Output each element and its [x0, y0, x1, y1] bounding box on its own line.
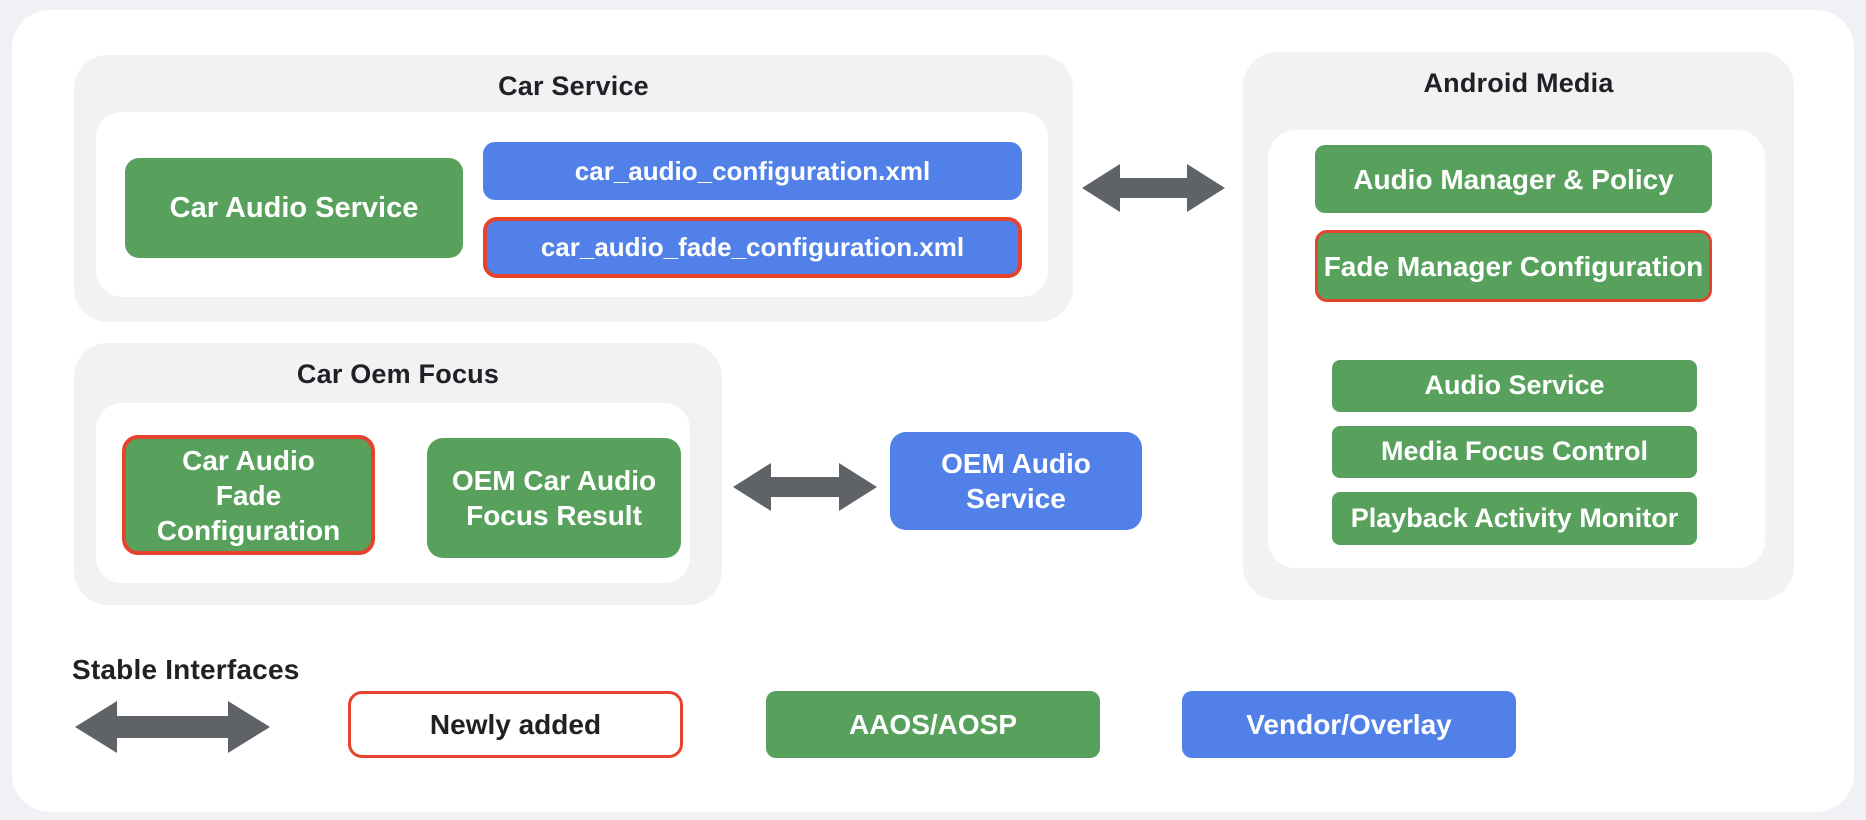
android-media-group: Android Media Audio Manager & Policy Fad…	[1243, 52, 1794, 600]
car-service-inner-panel: Car Audio Service car_audio_configuratio…	[96, 112, 1048, 297]
legend-newly-added-box: Newly added	[348, 691, 683, 758]
legend-aaos-aosp-box: AAOS/AOSP	[766, 691, 1100, 758]
diagram-canvas: Car Service Car Audio Service car_audio_…	[12, 10, 1854, 812]
car-audio-service-box: Car Audio Service	[125, 158, 463, 258]
car-oem-focus-group: Car Oem Focus Car Audio Fade Configurati…	[74, 343, 722, 605]
arrow-left-head-icon	[1082, 164, 1120, 212]
android-media-title: Android Media	[1423, 68, 1614, 98]
car-service-group: Car Service Car Audio Service car_audio_…	[74, 55, 1073, 322]
arrow-right-head-icon	[839, 463, 877, 511]
legend-stable-interfaces-arrow	[75, 701, 270, 753]
audio-service-box: Audio Service	[1332, 360, 1697, 412]
arrow-right-head-icon	[1187, 164, 1225, 212]
arrow-left-head-icon	[75, 701, 117, 753]
arrow-right-head-icon	[228, 701, 270, 753]
arrow-car-oem-focus-oem-audio-service	[733, 463, 877, 511]
audio-manager-policy-box: Audio Manager & Policy	[1315, 145, 1712, 213]
car-audio-fade-configuration-xml-box: car_audio_fade_configuration.xml	[483, 217, 1022, 278]
playback-activity-monitor-box: Playback Activity Monitor	[1332, 492, 1697, 545]
oem-audio-service-box: OEM Audio Service	[890, 432, 1142, 530]
legend-vendor-overlay-box: Vendor/Overlay	[1182, 691, 1516, 758]
car-oem-focus-inner-panel: Car Audio Fade Configuration OEM Car Aud…	[96, 403, 690, 583]
arrow-bar	[117, 716, 228, 738]
stable-interfaces-label: Stable Interfaces	[72, 654, 300, 685]
car-audio-fade-configuration-box: Car Audio Fade Configuration	[122, 435, 375, 555]
oem-car-audio-focus-result-box: OEM Car Audio Focus Result	[427, 438, 681, 558]
arrow-bar	[771, 477, 839, 497]
arrow-left-head-icon	[733, 463, 771, 511]
arrow-bar	[1120, 178, 1187, 198]
car-audio-configuration-xml-box: car_audio_configuration.xml	[483, 142, 1022, 200]
fade-manager-configuration-box: Fade Manager Configuration	[1315, 230, 1712, 302]
car-oem-focus-title: Car Oem Focus	[296, 359, 500, 389]
android-media-inner-panel: Audio Manager & Policy Fade Manager Conf…	[1268, 130, 1765, 568]
arrow-car-service-android-media	[1082, 164, 1225, 212]
media-focus-control-box: Media Focus Control	[1332, 426, 1697, 478]
car-service-title: Car Service	[498, 71, 649, 101]
